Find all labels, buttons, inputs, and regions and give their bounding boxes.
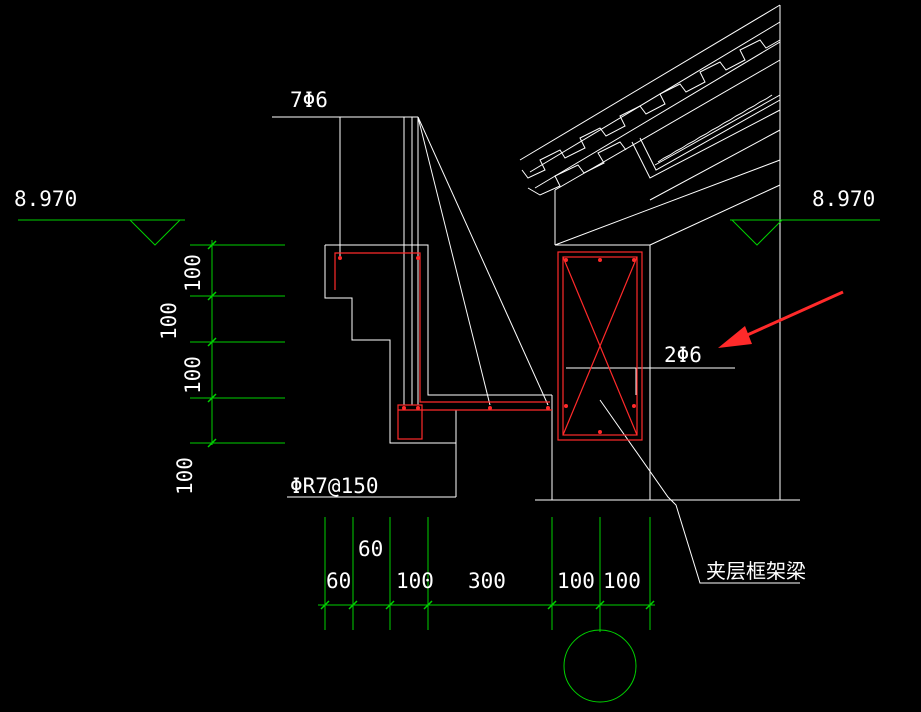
beam-rebar-label: 2Φ6	[664, 343, 702, 367]
horizontal-dimension-5: 100	[557, 569, 595, 593]
vertical-dimension-2: 100	[157, 302, 181, 340]
elevation-triangle-icon	[129, 219, 181, 246]
roof-tiles	[519, 4, 781, 500]
red-arrow-icon	[718, 290, 844, 348]
stirrup-label: ΦR7@150	[290, 474, 379, 498]
horizontal-dimension-3: 100	[396, 569, 434, 593]
horizontal-dimension-2: 60	[358, 537, 383, 561]
vertical-dimension-4: 100	[173, 457, 197, 495]
axis-circle-icon	[563, 629, 637, 703]
beam-name-label: 夹层框架梁	[706, 559, 806, 583]
top-rebar-label: 7Φ6	[290, 88, 328, 112]
elevation-label-left: 8.970	[14, 187, 77, 211]
elevation-triangle-icon-right	[731, 219, 783, 246]
gutter-section	[272, 116, 800, 584]
vertical-dimension-1: 100	[181, 254, 205, 292]
rebar-dots	[338, 256, 636, 434]
rebar-lines	[334, 251, 643, 441]
horizontal-dimension-1: 60	[326, 569, 351, 593]
elevation-label-right: 8.970	[812, 187, 875, 211]
dimension-lines	[18, 219, 880, 703]
dimension-ticks	[207, 240, 655, 610]
horizontal-dimension-6: 100	[603, 569, 641, 593]
horizontal-dimension-4: 300	[468, 569, 506, 593]
vertical-dimension-3: 100	[181, 356, 205, 394]
